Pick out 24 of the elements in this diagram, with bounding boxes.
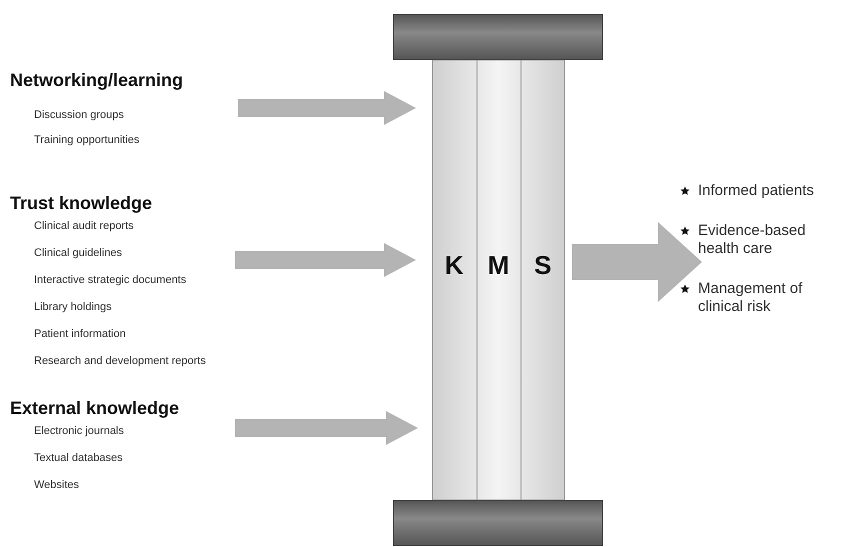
source-item: Patient information (34, 328, 127, 341)
source-item: Websites (34, 479, 80, 492)
source-item: Clinical audit reports (34, 220, 135, 233)
group-heading: Networking/learning (10, 70, 184, 91)
source-item: Research and development reports (34, 355, 207, 368)
block-arrow (572, 222, 702, 302)
outcome-text: Management of clinical risk (698, 280, 804, 316)
source-item: Interactive strategic documents (34, 274, 188, 287)
pillar-letter: K (444, 250, 464, 280)
group-heading: Trust knowledge (10, 193, 154, 214)
outcome-text: Evidence-based health care (698, 222, 807, 258)
source-item: Discussion groups (34, 109, 125, 122)
source-item: Clinical guidelines (34, 247, 124, 260)
block-arrow (235, 411, 418, 445)
source-item: Library holdings (34, 301, 113, 314)
source-item: Electronic journals (34, 425, 125, 438)
outcome-text: Informed patients (698, 182, 814, 200)
group-heading: External knowledge (10, 398, 180, 419)
source-item: Training opportunities (34, 134, 140, 147)
block-arrow (235, 243, 416, 277)
pillar-letter: S (534, 250, 552, 280)
block-arrow (238, 91, 416, 125)
pillar-letter: M (488, 250, 510, 280)
source-item: Textual databases (34, 452, 124, 465)
